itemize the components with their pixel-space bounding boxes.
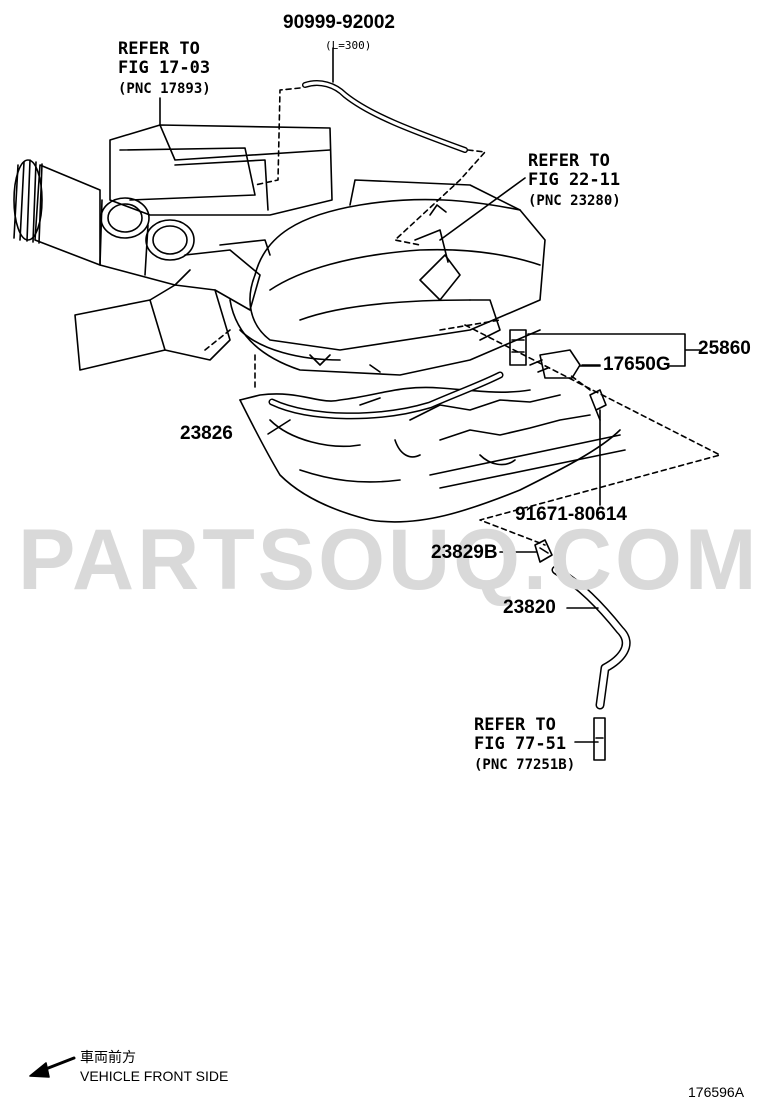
legend-en: VEHICLE FRONT SIDE [80, 1068, 229, 1084]
part-91671-80614[interactable]: 91671-80614 [515, 504, 627, 525]
watermark: PARTSOUQ.COM [18, 512, 760, 608]
hose-length-note: (L=300) [325, 39, 372, 52]
part-17650g[interactable]: 17650G [603, 354, 671, 375]
leader-23826 [267, 419, 291, 435]
refer-air-line1[interactable]: REFER TO [118, 39, 200, 59]
legend-jp: 車両前方 [80, 1049, 136, 1065]
refer-brake-line1[interactable]: REFER TO [474, 715, 556, 735]
intake-manifold [229, 179, 546, 376]
part-25860[interactable]: 25860 [698, 338, 751, 359]
refer-vsv-line2[interactable]: FIG 22-11 [528, 170, 621, 190]
air-intake-assembly [13, 124, 333, 371]
clamp-23829b [534, 539, 553, 563]
refer-air-line3: (PNC 17893) [118, 81, 211, 97]
hose-23826 [268, 371, 504, 420]
front-arrow-icon [29, 1056, 76, 1078]
hose-90999-92002 [254, 80, 486, 246]
diagram-id: 176596A [688, 1084, 745, 1100]
part-23820[interactable]: 23820 [503, 597, 556, 618]
part-90999-92002[interactable]: 90999-92002 [283, 12, 395, 33]
hose-23820 [551, 565, 631, 761]
engine-block [239, 386, 626, 523]
leader-refer-vsv [439, 177, 526, 241]
refer-vsv-line1[interactable]: REFER TO [528, 151, 610, 171]
refer-brake-line2[interactable]: FIG 77-51 [474, 734, 567, 754]
refer-brake-line3: (PNC 77251B) [474, 757, 576, 773]
refer-vsv-line3: (PNC 23280) [528, 193, 621, 209]
leader-25860 [527, 333, 701, 367]
part-23829b[interactable]: 23829B [431, 542, 498, 563]
refer-air-line2[interactable]: FIG 17-03 [118, 58, 211, 78]
part-23826[interactable]: 23826 [180, 423, 233, 444]
bolt-91671-80614 [589, 389, 607, 421]
